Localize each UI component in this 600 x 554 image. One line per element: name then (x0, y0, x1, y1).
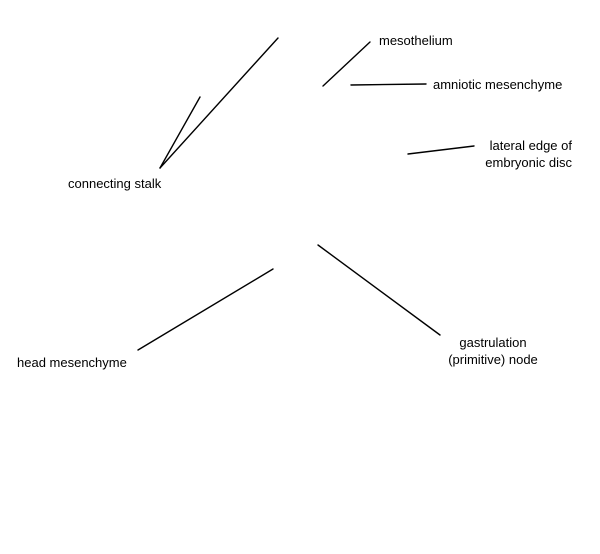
leader-head-mesenchyme (137, 268, 274, 351)
label-gastrulation-line-2: (primitive) node (448, 352, 538, 367)
label-lateral-edge-line-1: lateral edge of (489, 138, 572, 153)
label-gastrulation-line-1: gastrulation (459, 335, 527, 350)
label-head-mesenchyme: head mesenchyme (17, 355, 127, 370)
label-amniotic-mesenchyme: amniotic mesenchyme (433, 77, 563, 92)
leader-gastrulation-node (317, 244, 441, 336)
leader-connecting-stalk-lower (159, 96, 201, 169)
leader-mesothelium (322, 41, 371, 87)
leader-amniotic-mesenchyme (350, 83, 427, 86)
label-connecting-stalk: connecting stalk (68, 176, 162, 191)
label-gastrulation-primitive-node: gastrulation (primitive) node (438, 334, 548, 368)
label-lateral-edge-line-2: embryonic disc (485, 155, 572, 170)
label-mesothelium: mesothelium (379, 33, 453, 48)
leader-connecting-stalk-upper (159, 37, 279, 169)
leader-lateral-edge (407, 145, 475, 155)
label-lateral-edge-of-embryonic-disc: lateral edge of embryonic disc (485, 137, 572, 171)
